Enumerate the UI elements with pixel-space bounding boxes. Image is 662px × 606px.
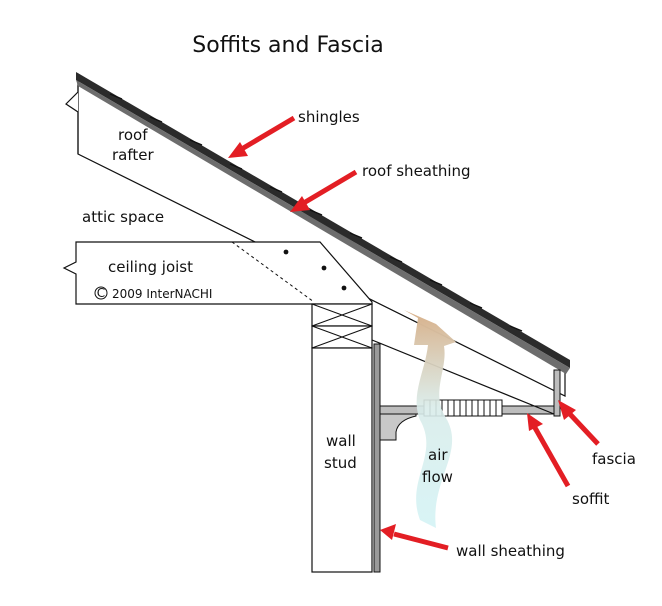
soffit — [379, 399, 559, 441]
ceiling-joist — [62, 241, 373, 305]
callout-arrows — [228, 115, 600, 551]
wall-stud — [311, 347, 373, 573]
copyright-notice: C 2009 InterNACHI — [94, 286, 212, 301]
label-soffit: soffit — [572, 490, 609, 508]
label-wall-stud-line2: stud — [324, 454, 357, 472]
label-air-flow-line1: air — [428, 446, 448, 464]
label-attic-space: attic space — [82, 208, 164, 226]
roof-sheathing-and-shingles — [76, 72, 570, 374]
label-copyright: 2009 InterNACHI — [112, 287, 212, 301]
label-wall-sheathing: wall sheathing — [456, 542, 565, 560]
wall-sheathing — [373, 343, 381, 573]
label-roof-sheathing: roof sheathing — [362, 162, 471, 180]
label-roof-rafter-line2: rafter — [112, 146, 154, 164]
top-plates — [311, 303, 373, 349]
diagram-title: Soffits and Fascia — [192, 33, 383, 58]
fascia — [553, 369, 561, 417]
label-ceiling-joist: ceiling joist — [108, 258, 193, 276]
label-wall-stud-line1: wall — [326, 432, 356, 450]
label-roof-rafter-line1: roof — [118, 126, 148, 144]
label-air-flow-line2: flow — [422, 468, 453, 486]
copyright-symbol: C — [97, 286, 105, 300]
label-fascia: fascia — [592, 450, 636, 468]
label-shingles: shingles — [298, 108, 360, 126]
air-flow-arrow — [404, 310, 456, 528]
